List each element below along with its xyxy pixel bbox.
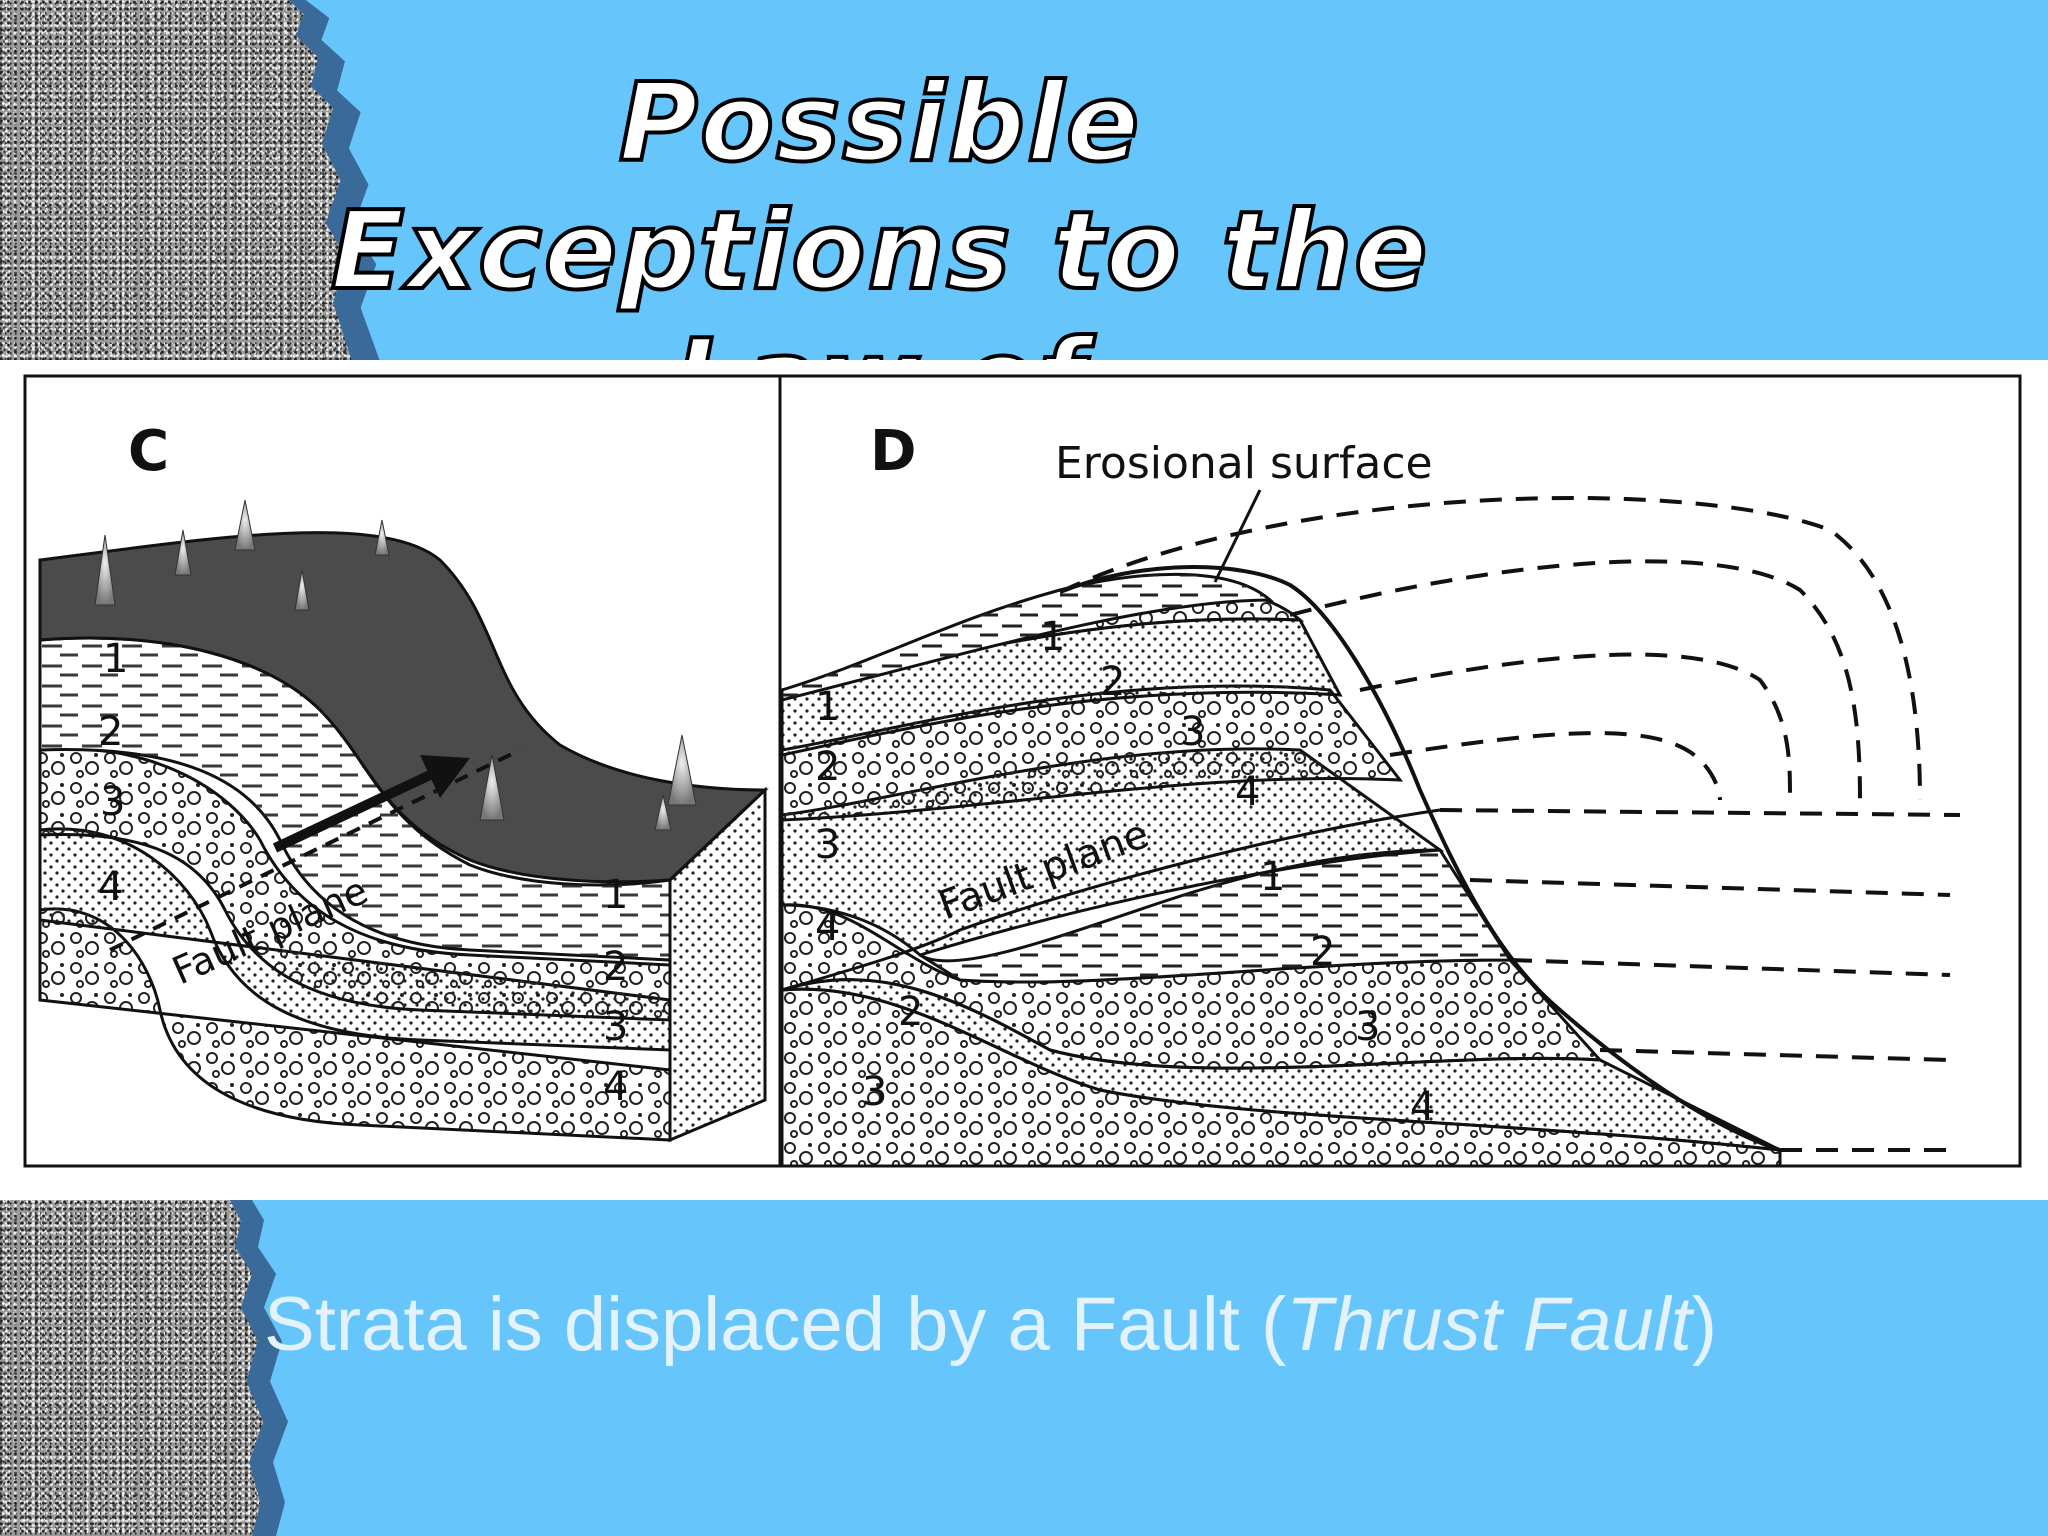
panel-c-block-face: [668, 786, 767, 1143]
panel-d-upper-left-4: 4: [815, 904, 840, 950]
stone-decoration-top: [0, 0, 352, 360]
erosion-line-2: [1469, 878, 1951, 897]
erosion-line-3: [1509, 958, 1951, 977]
panel-d-upper-left-1: 1: [815, 684, 840, 730]
panel-d-lower-2: 2: [1310, 929, 1335, 975]
tree-icon: [174, 529, 192, 576]
panel-d-upper-left-2: 2: [815, 744, 840, 790]
panel-c-right-2: 2: [603, 944, 628, 990]
panel-d-upper-4: 4: [1235, 769, 1260, 815]
slide-caption: Strata is displaced by a Fault (Thrust F…: [264, 1280, 1964, 1370]
panel-c-right-1: 1: [603, 872, 628, 918]
panel-d: D Erosional surface Fault plane 1 2 3 4 …: [780, 419, 1961, 1168]
panel-c-left-2: 2: [98, 709, 123, 755]
panel-d-upper-3: 3: [1180, 709, 1205, 755]
panel-c-left-3: 3: [100, 779, 125, 825]
panel-d-lower-4: 4: [1410, 1084, 1435, 1130]
fault-diagram: C Fault plane 1 2 3 4 1 2 3 4: [23, 374, 2022, 1168]
caption-close: ): [1691, 1282, 1718, 1367]
panel-d-upper-left-3: 3: [815, 822, 840, 868]
erosion-arch-4: [1389, 731, 1722, 801]
panel-c-fault-line: [109, 748, 521, 952]
thrust-arrow: [272, 770, 433, 853]
tree-icon: [654, 794, 672, 831]
title-line-1: Possible Exceptions to the: [329, 59, 1430, 316]
panel-c-layer-2: [38, 747, 672, 1022]
tree-icon: [479, 754, 505, 821]
panel-c-left-1: 1: [103, 636, 128, 682]
caption-text: Strata is displaced by a Fault (: [264, 1282, 1287, 1367]
figure-image: C Fault plane 1 2 3 4 1 2 3 4: [0, 360, 2048, 1200]
panel-c-left-4: 4: [98, 864, 123, 910]
erosion-arch-1: [1059, 496, 1922, 801]
stone-decoration-bottom: [0, 1200, 264, 1536]
erosion-arch-2: [1289, 559, 1862, 801]
panel-d-lower-left-3: 3: [862, 1069, 887, 1115]
panel-d-label: D: [870, 419, 916, 484]
panel-d-upper-2: 2: [1100, 659, 1125, 705]
panel-d-upper-1: 1: [1040, 614, 1065, 660]
erosion-arch-3: [1359, 652, 1792, 801]
panel-d-fault-line: [781, 808, 1441, 992]
tree-icon: [374, 519, 390, 556]
panel-c-layer-1-texture: [40, 638, 670, 960]
erosion-line-1: [1439, 808, 1961, 817]
panel-d-lower-3: 3: [1355, 1004, 1380, 1050]
tree-icon: [294, 569, 310, 611]
erosion-pointer: [1213, 489, 1262, 583]
erosional-surface-label: Erosional surface: [1055, 438, 1433, 489]
caption-italic: Thrust Fault: [1286, 1282, 1692, 1367]
panel-d-lower-layer-1-texture: [920, 850, 1510, 983]
panel-d-lower-1: 1: [1260, 854, 1285, 900]
tree-icon: [94, 534, 116, 606]
tree-icon: [667, 734, 697, 806]
thrust-arrow-head: [420, 755, 470, 798]
panel-c: C Fault plane 1 2 3 4 1 2 3 4: [38, 419, 769, 1143]
panel-c-right-4: 4: [603, 1064, 628, 1110]
panel-c-right-3: 3: [603, 1004, 628, 1050]
erosion-line-4: [1599, 1048, 1951, 1062]
panel-d-lower-left-2: 2: [898, 989, 923, 1035]
panel-d-lower-layer-2: [780, 903, 1604, 1070]
panel-c-label: C: [128, 419, 169, 484]
panel-d-hill-outline: [1059, 565, 1781, 1152]
tree-icon: [234, 499, 256, 551]
panel-d-upper-layer-1-texture: [782, 574, 1270, 700]
